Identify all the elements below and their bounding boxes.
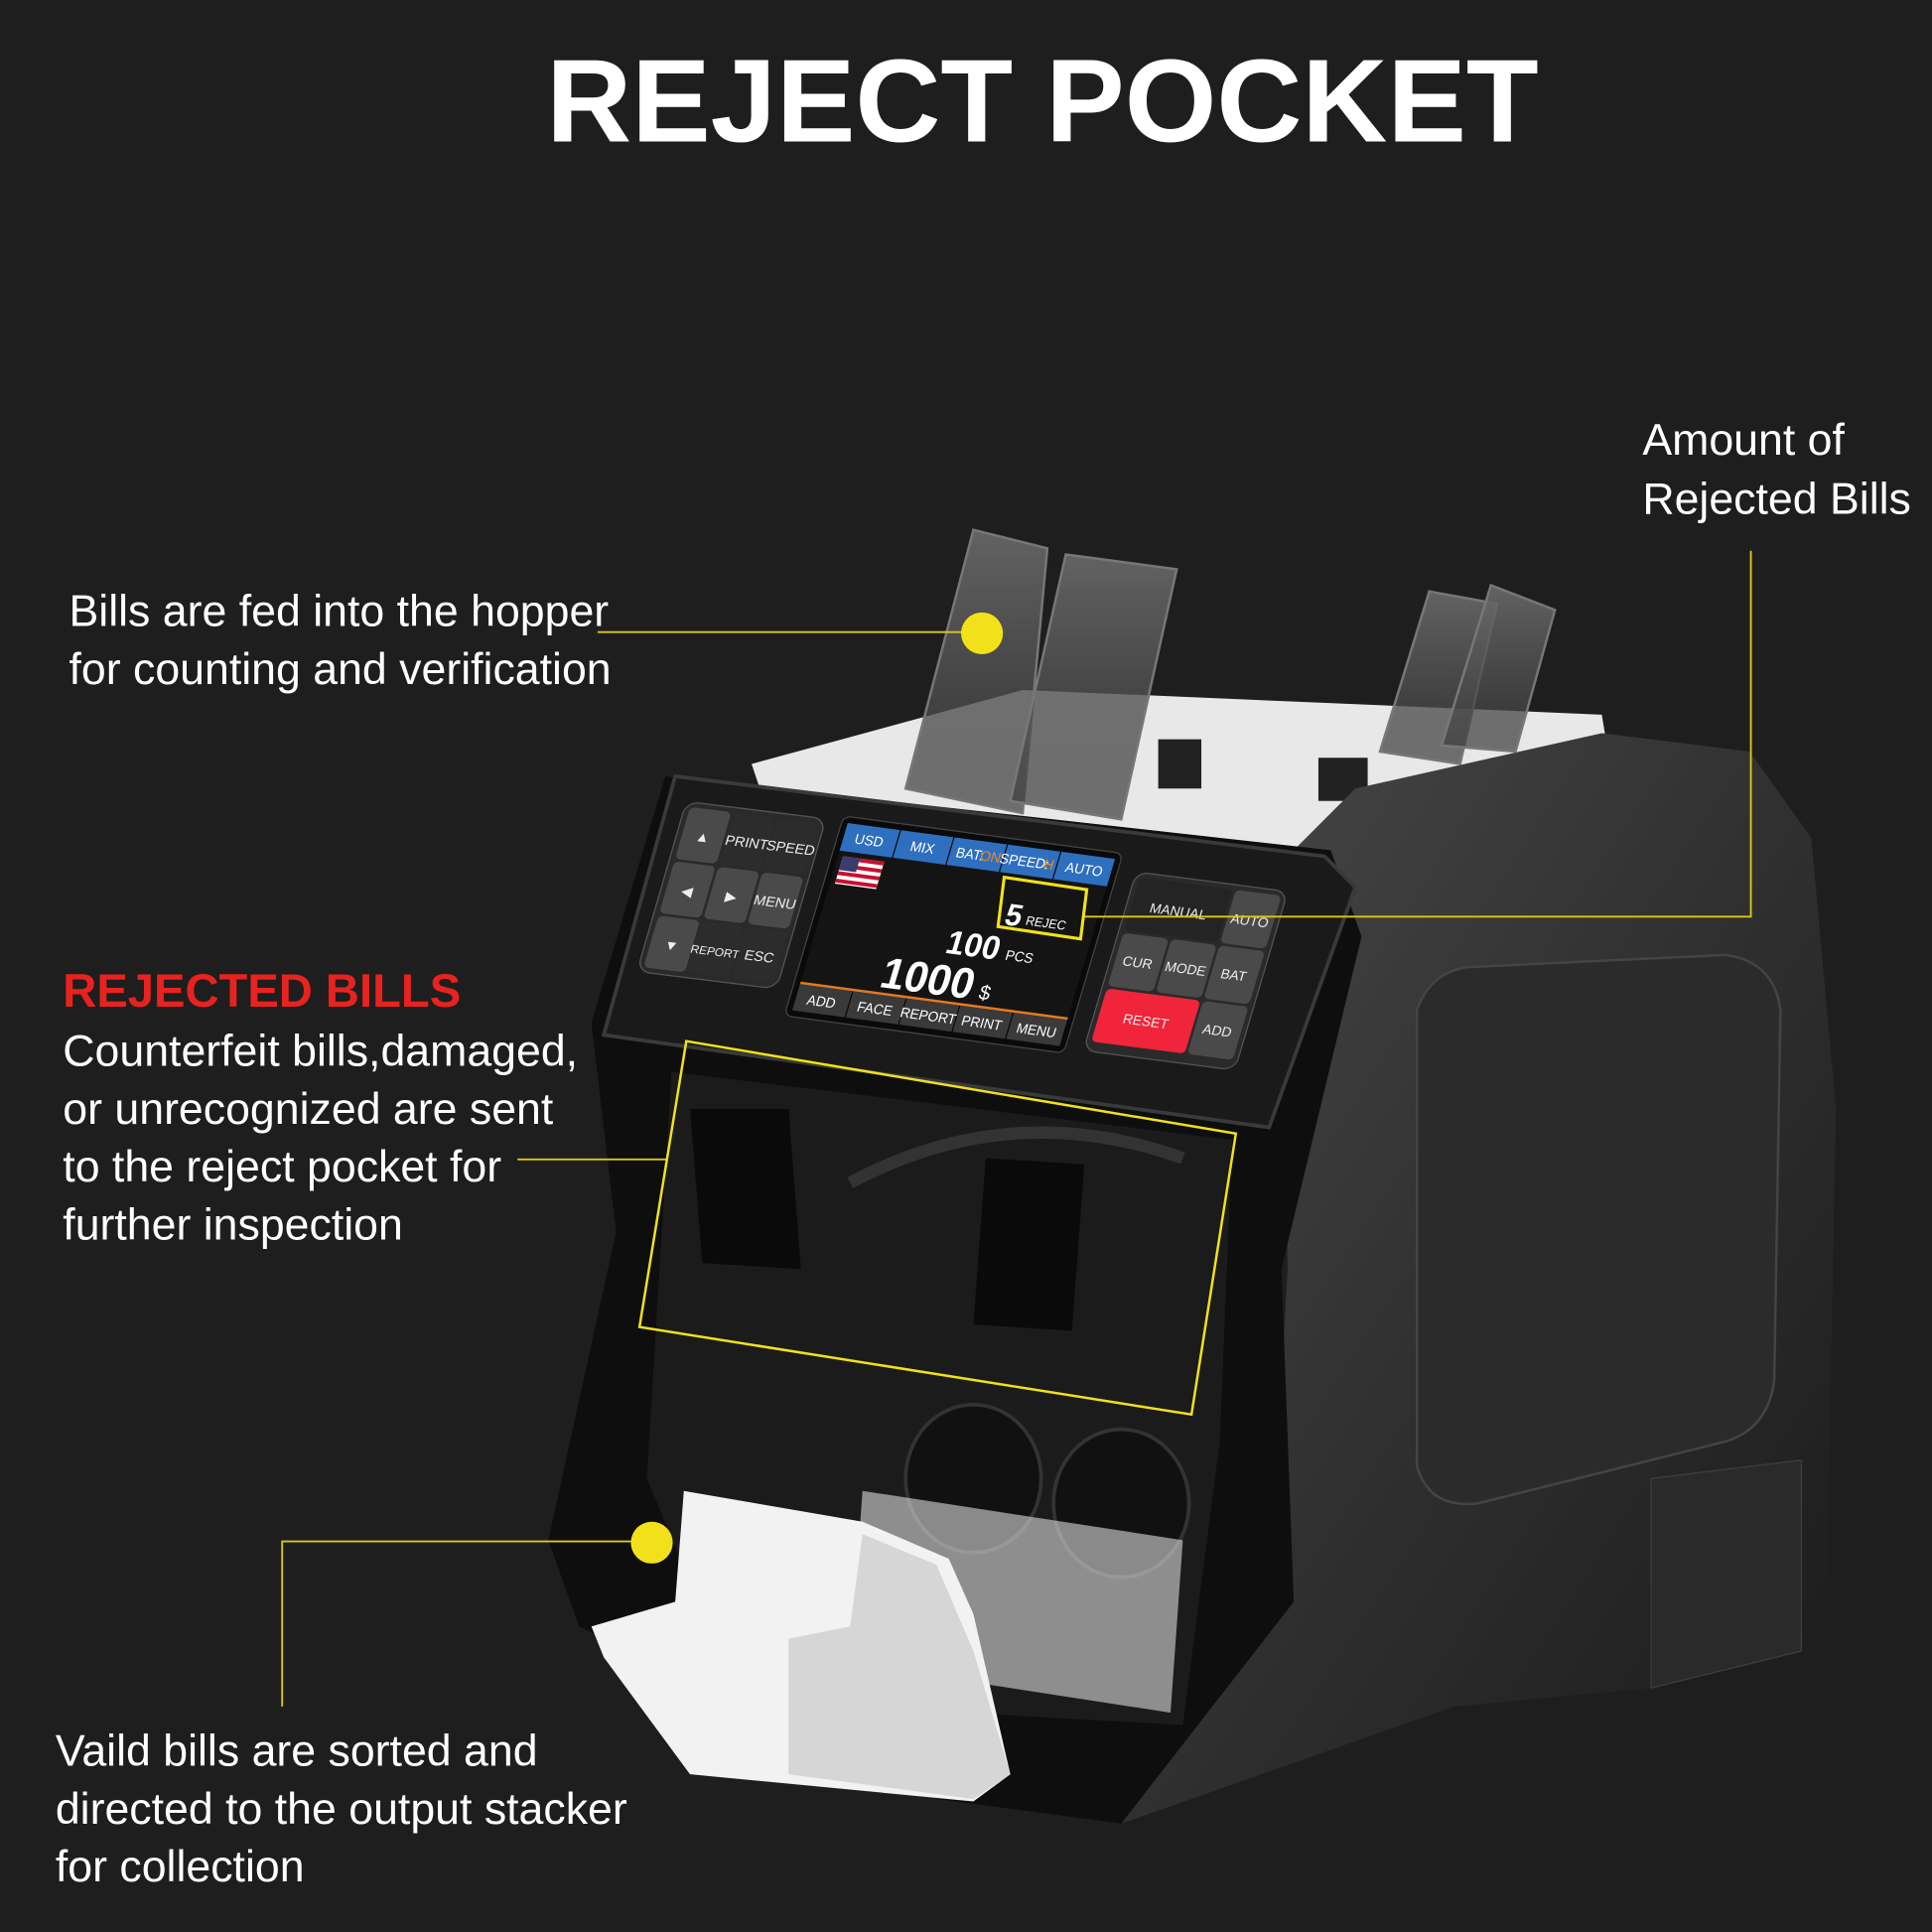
right-keypad: MANUAL AUTO CUR MODE BAT RESET ADD bbox=[1085, 873, 1286, 1070]
svg-text:SPEED:: SPEED: bbox=[998, 850, 1051, 872]
svg-text:▶: ▶ bbox=[723, 890, 738, 906]
tab-bat[interactable]: BAT:ON bbox=[946, 837, 1008, 873]
svg-text:Amount of: Amount of bbox=[1642, 416, 1845, 465]
stacker-leader-line bbox=[281, 1540, 652, 1707]
svg-text:REPORT: REPORT bbox=[898, 1004, 959, 1027]
auto-button[interactable]: AUTO bbox=[1220, 890, 1282, 949]
svg-text:Counterfeit bills,damaged,: Counterfeit bills,damaged, bbox=[63, 1028, 578, 1076]
hopper-marker-dot bbox=[961, 612, 1004, 655]
svg-text:SPEED: SPEED bbox=[764, 838, 817, 859]
key-up[interactable]: ▲ bbox=[675, 807, 732, 864]
reject-pocket-highlight bbox=[637, 1039, 1238, 1417]
rejected-caption: REJECTED BILLS Counterfeit bills,damaged… bbox=[63, 964, 578, 1250]
svg-text:BAT: BAT bbox=[1219, 965, 1250, 984]
add-button[interactable]: ADD bbox=[1187, 1001, 1249, 1060]
svg-text:AUTO: AUTO bbox=[1229, 910, 1271, 930]
mode-button[interactable]: MODE bbox=[1156, 939, 1217, 998]
svg-text:FACE: FACE bbox=[855, 999, 895, 1020]
reject-count-highlight bbox=[996, 875, 1089, 941]
softkey-add[interactable]: ADD bbox=[792, 984, 853, 1018]
tab-mix[interactable]: MIX bbox=[893, 830, 954, 865]
svg-text:H: H bbox=[1041, 856, 1055, 873]
svg-text:AUTO: AUTO bbox=[1063, 859, 1105, 880]
svg-text:BAT:: BAT: bbox=[954, 844, 986, 863]
svg-text:further inspection: further inspection bbox=[63, 1201, 403, 1250]
svg-text:REPORT: REPORT bbox=[689, 943, 741, 961]
svg-text:PRINT: PRINT bbox=[723, 833, 770, 854]
tab-auto[interactable]: AUTO bbox=[1053, 851, 1116, 887]
key-print[interactable]: PRINT bbox=[719, 812, 776, 870]
us-flag-icon bbox=[834, 856, 885, 890]
softkey-report[interactable]: REPORT bbox=[897, 998, 960, 1033]
bat-button[interactable]: BAT bbox=[1203, 945, 1265, 1005]
page-title: REJECT POCKET bbox=[546, 36, 1538, 168]
key-report[interactable]: REPORT bbox=[684, 920, 748, 978]
svg-text:ADD: ADD bbox=[1200, 1021, 1233, 1039]
key-left[interactable]: ◀ bbox=[659, 862, 716, 918]
softkey-menu[interactable]: MENU bbox=[1006, 1013, 1068, 1046]
svg-text:Vaild bills are sorted and: Vaild bills are sorted and bbox=[56, 1726, 538, 1775]
svg-text:or unrecognized are sent: or unrecognized are sent bbox=[63, 1085, 554, 1134]
svg-text:MODE: MODE bbox=[1164, 958, 1208, 979]
softkey-print[interactable]: PRINT bbox=[952, 1005, 1013, 1039]
svg-text:◀: ◀ bbox=[679, 884, 694, 900]
stacker-caption: Vaild bills are sorted and directed to t… bbox=[56, 1726, 627, 1891]
key-esc[interactable]: ESC bbox=[732, 926, 788, 983]
svg-text:Rejected Bills: Rejected Bills bbox=[1642, 476, 1911, 524]
key-right[interactable]: ▶ bbox=[703, 867, 759, 923]
svg-text:Bills are fed into the hopper: Bills are fed into the hopper bbox=[69, 587, 610, 635]
svg-text:MENU: MENU bbox=[752, 893, 798, 912]
svg-text:to the reject pocket for: to the reject pocket for bbox=[63, 1143, 501, 1191]
key-speed[interactable]: SPEED bbox=[759, 817, 823, 875]
svg-text:PRINT: PRINT bbox=[959, 1013, 1004, 1034]
hopper-caption: Bills are fed into the hopper for counti… bbox=[69, 587, 612, 693]
svg-text:USD: USD bbox=[853, 831, 886, 851]
amount-leader-line bbox=[1084, 550, 1752, 918]
pcs-label: PCS bbox=[1004, 947, 1035, 967]
cur-button[interactable]: CUR bbox=[1108, 933, 1170, 992]
money-counter-machine bbox=[548, 528, 1837, 1824]
left-keypad: ▲ PRINT SPEED ◀ ▶ MENU ▼ REPORT ESC bbox=[638, 802, 824, 989]
softkey-face[interactable]: FACE bbox=[845, 991, 906, 1025]
svg-text:for counting and verification: for counting and verification bbox=[69, 645, 612, 694]
svg-text:CUR: CUR bbox=[1121, 953, 1155, 972]
svg-text:ADD: ADD bbox=[805, 992, 838, 1012]
pcs-count: 100 bbox=[941, 924, 1005, 968]
rejected-heading: REJECTED BILLS bbox=[63, 964, 461, 1017]
lcd-display: USD MIX BAT:ON SPEED:H AUTO 5 REJEC 100 … bbox=[785, 816, 1122, 1053]
key-down[interactable]: ▼ bbox=[643, 915, 700, 972]
svg-text:▼: ▼ bbox=[662, 938, 681, 955]
reject-label: REJEC bbox=[1024, 912, 1067, 932]
svg-text:ESC: ESC bbox=[743, 948, 776, 967]
key-menu[interactable]: MENU bbox=[747, 872, 803, 929]
svg-text:MENU: MENU bbox=[1015, 1020, 1058, 1040]
tab-usd[interactable]: USD bbox=[839, 823, 900, 858]
stacker-marker-dot bbox=[630, 1521, 673, 1564]
svg-text:MIX: MIX bbox=[908, 838, 937, 857]
svg-text:ON: ON bbox=[978, 848, 1003, 866]
tab-speed[interactable]: SPEED:H bbox=[996, 844, 1061, 880]
svg-text:▲: ▲ bbox=[693, 829, 712, 846]
reset-button[interactable]: RESET bbox=[1091, 989, 1200, 1054]
svg-text:RESET: RESET bbox=[1121, 1011, 1172, 1032]
svg-text:for collection: for collection bbox=[56, 1843, 305, 1891]
svg-text:directed to the output stacker: directed to the output stacker bbox=[56, 1785, 627, 1834]
amount-caption: Amount of Rejected Bills bbox=[1642, 416, 1911, 524]
callout-lines bbox=[281, 550, 1752, 1707]
